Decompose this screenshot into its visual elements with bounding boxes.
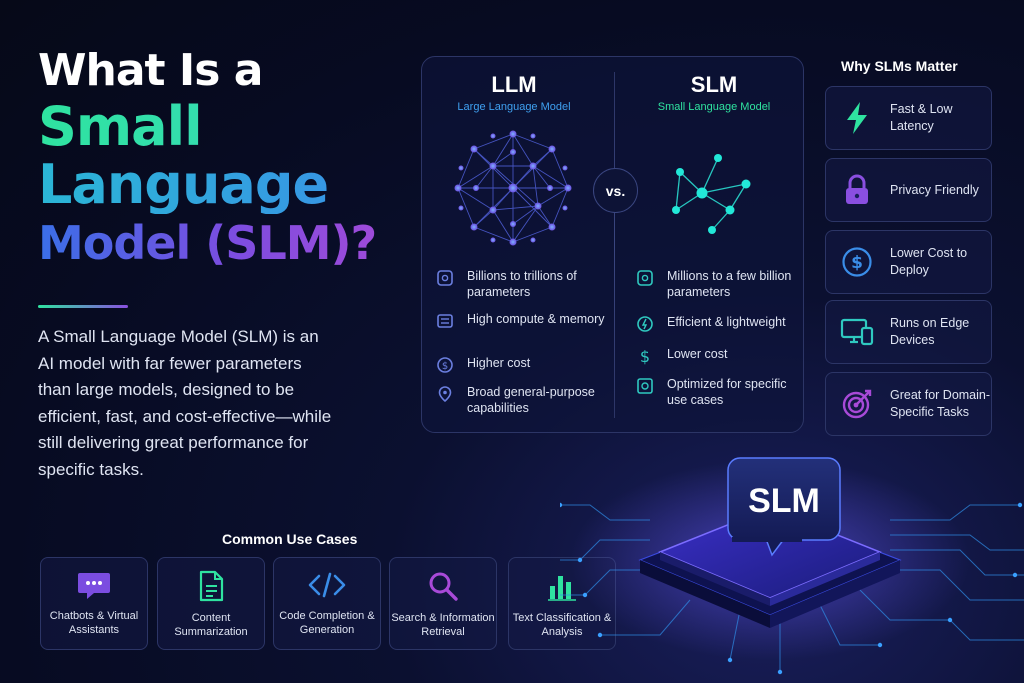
llm-network-graphic bbox=[454, 130, 572, 246]
lightning-icon bbox=[847, 102, 867, 134]
svg-text:$: $ bbox=[442, 361, 448, 372]
memory-icon bbox=[437, 314, 453, 328]
use-case-card-search: Search & Information Retrieval bbox=[389, 557, 497, 650]
llm-feature-compute: High compute & memory bbox=[436, 311, 606, 330]
slm-subtitle: Small Language Model bbox=[657, 101, 771, 113]
feature-text: Billions to trillions of parameters bbox=[467, 269, 577, 299]
location-icon bbox=[438, 386, 452, 403]
feature-text: High compute & memory bbox=[467, 312, 605, 326]
slm-feature-cost: $ Lower cost bbox=[636, 346, 801, 365]
intro-paragraph: A Small Language Model (SLM) is an AI mo… bbox=[38, 327, 332, 479]
slm-chip-illustration: SLM bbox=[560, 457, 1024, 675]
why-label: Great for Domain-Specific Tasks bbox=[890, 388, 991, 419]
slm-feature-parameters: Millions to a few billion parameters bbox=[636, 268, 801, 300]
llm-title: LLM bbox=[491, 72, 537, 97]
target-icon bbox=[637, 378, 653, 394]
why-heading: Why SLMs Matter bbox=[841, 58, 958, 74]
parameters-icon bbox=[637, 270, 653, 286]
why-label: Privacy Friendly bbox=[890, 182, 979, 197]
title-underline bbox=[38, 305, 128, 308]
use-case-label: Content Summarization bbox=[174, 612, 248, 638]
why-card-fast: Fast & Low Latency bbox=[825, 86, 992, 150]
title-line-2: Small bbox=[38, 98, 418, 156]
why-card-edge: Runs on Edge Devices bbox=[825, 300, 992, 364]
document-icon bbox=[199, 570, 224, 602]
feature-text: Broad general-purpose capabilities bbox=[467, 385, 595, 415]
title-line-3: Language bbox=[38, 156, 418, 214]
devices-icon bbox=[840, 318, 874, 346]
slm-network-graphic bbox=[672, 154, 751, 234]
feature-text: Efficient & lightweight bbox=[667, 315, 786, 329]
why-label: Lower Cost to Deploy bbox=[890, 246, 968, 277]
use-case-card-code: Code Completion & Generation bbox=[273, 557, 381, 650]
llm-feature-cost: $ Higher cost bbox=[436, 355, 606, 374]
why-card-domain: Great for Domain-Specific Tasks bbox=[825, 372, 992, 436]
use-case-label: Text Classification & Analysis bbox=[512, 612, 612, 638]
dollar-icon: $ bbox=[640, 347, 650, 365]
feature-text: Lower cost bbox=[667, 347, 728, 361]
target-icon bbox=[842, 389, 872, 419]
slm-feature-efficient: Efficient & lightweight bbox=[636, 314, 801, 333]
comparison-divider bbox=[614, 72, 615, 418]
feature-text: Optimized for specific use cases bbox=[667, 377, 787, 407]
dollar-icon: $ bbox=[842, 247, 872, 277]
slm-title: SLM bbox=[690, 72, 738, 97]
title-line-1: What Is a bbox=[38, 45, 263, 96]
why-label: Runs on Edge Devices bbox=[890, 316, 970, 347]
use-case-card-chatbots: Chatbots & Virtual Assistants bbox=[40, 557, 148, 650]
code-icon bbox=[308, 572, 346, 598]
why-label: Fast & Low Latency bbox=[890, 102, 953, 133]
search-icon bbox=[429, 572, 458, 601]
speed-icon bbox=[637, 316, 653, 332]
vs-badge: vs. bbox=[593, 168, 638, 213]
use-case-label: Chatbots & Virtual Assistants bbox=[49, 610, 139, 636]
use-case-card-summarization: Content Summarization bbox=[157, 557, 265, 650]
use-case-label: Code Completion & Generation bbox=[279, 610, 375, 636]
llm-subtitle: Large Language Model bbox=[457, 101, 571, 113]
chat-icon bbox=[78, 573, 110, 599]
comparison-panel bbox=[421, 56, 804, 433]
feature-text: Higher cost bbox=[467, 356, 531, 370]
parameters-icon bbox=[437, 270, 453, 286]
llm-feature-general: Broad general-purpose capabilities bbox=[436, 384, 606, 416]
page-title: What Is a Small Language Model (SLM)? bbox=[38, 44, 418, 272]
title-line-4: Model (SLM)? bbox=[38, 214, 418, 272]
cost-icon: $ bbox=[437, 357, 453, 373]
feature-text: Millions to a few billion parameters bbox=[667, 269, 792, 299]
use-cases-heading: Common Use Cases bbox=[222, 531, 358, 547]
use-case-label: Search & Information Retrieval bbox=[391, 612, 495, 638]
svg-text:$: $ bbox=[640, 347, 650, 365]
svg-text:$: $ bbox=[851, 253, 863, 273]
bar-chart-icon bbox=[548, 576, 576, 601]
why-card-cost: $ Lower Cost to Deploy bbox=[825, 230, 992, 294]
chip-label: SLM bbox=[748, 482, 820, 520]
lock-icon bbox=[846, 174, 868, 204]
slm-feature-optimized: Optimized for specific use cases bbox=[636, 376, 801, 408]
why-card-privacy: Privacy Friendly bbox=[825, 158, 992, 222]
llm-feature-parameters: Billions to trillions of parameters bbox=[436, 268, 606, 300]
